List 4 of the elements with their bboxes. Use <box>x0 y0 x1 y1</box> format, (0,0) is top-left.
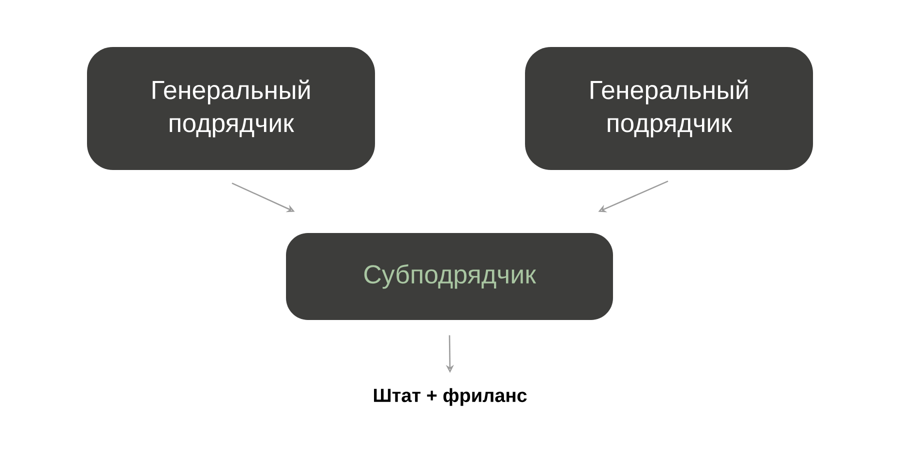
result-text: Штат + фриланс <box>374 388 527 406</box>
process-box: Субподрядчик <box>286 233 613 320</box>
process-box: Генеральный подрядчик <box>87 47 375 170</box>
process-box: Генеральный подрядчик <box>525 47 813 170</box>
